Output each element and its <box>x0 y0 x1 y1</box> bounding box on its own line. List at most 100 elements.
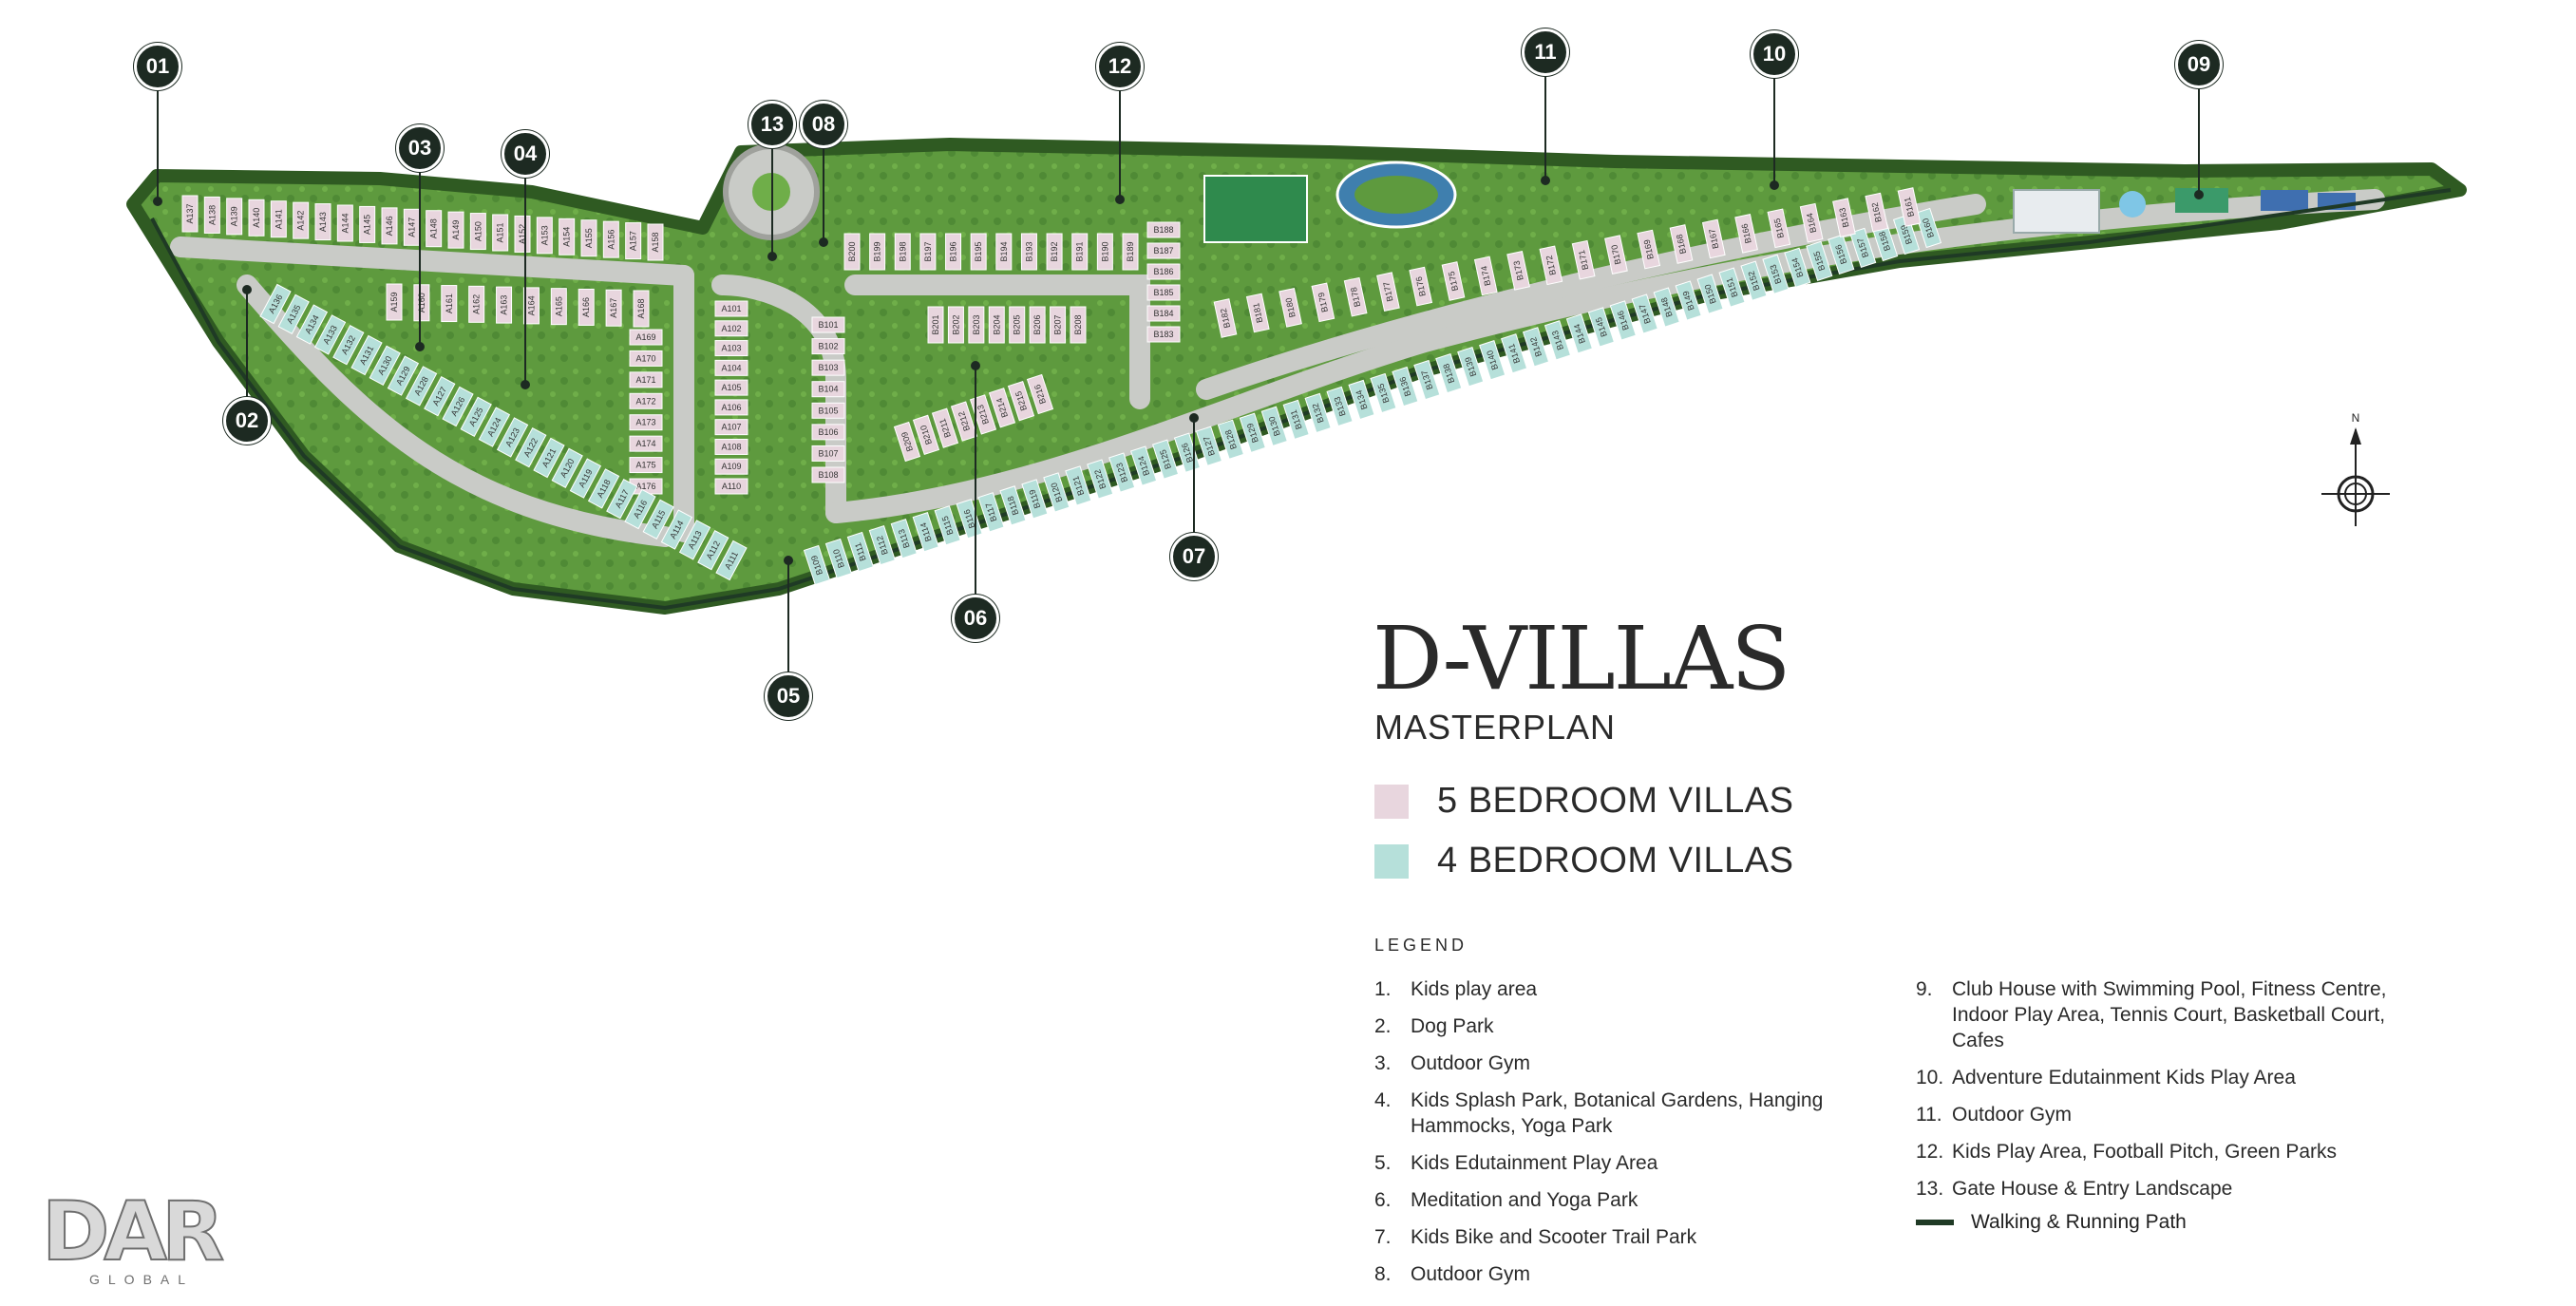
villa-unit[interactable]: B212 <box>950 401 978 442</box>
villa-unit[interactable]: B172 <box>1539 245 1563 286</box>
villa-unit[interactable]: A113 <box>678 520 711 560</box>
villa-unit[interactable]: B156 <box>1828 234 1855 275</box>
villa-unit[interactable]: B163 <box>1832 198 1856 237</box>
villa-unit[interactable]: B198 <box>894 233 911 271</box>
villa-unit[interactable]: B199 <box>869 233 886 271</box>
villa-unit[interactable]: B165 <box>1767 208 1791 249</box>
villa-unit[interactable]: B144 <box>1565 313 1594 354</box>
marker-04[interactable]: 04 <box>502 130 549 178</box>
villa-unit[interactable]: A106 <box>714 399 748 416</box>
villa-unit[interactable]: A138 <box>203 196 220 234</box>
villa-unit[interactable]: B215 <box>1007 380 1035 422</box>
villa-unit[interactable]: B216 <box>1026 373 1054 415</box>
villa-unit[interactable]: B184 <box>1146 305 1181 322</box>
villa-unit[interactable]: A120 <box>551 447 583 489</box>
villa-unit[interactable]: A109 <box>714 458 748 475</box>
villa-unit[interactable]: A170 <box>629 350 663 367</box>
villa-unit[interactable]: B104 <box>811 381 845 398</box>
villa-unit[interactable]: B168 <box>1669 224 1694 264</box>
villa-unit[interactable]: A134 <box>295 304 329 345</box>
marker-12[interactable]: 12 <box>1096 43 1144 90</box>
villa-unit[interactable]: A175 <box>629 457 663 474</box>
villa-unit[interactable]: B129 <box>1239 412 1266 453</box>
villa-unit[interactable]: B108 <box>811 466 845 483</box>
villa-unit[interactable]: B131 <box>1282 399 1310 441</box>
villa-unit[interactable]: A161 <box>441 285 458 323</box>
villa-unit[interactable]: B152 <box>1740 260 1768 301</box>
villa-unit[interactable]: A115 <box>642 499 674 540</box>
villa-unit[interactable]: B145 <box>1587 307 1615 348</box>
marker-09[interactable]: 09 <box>2175 41 2223 88</box>
villa-unit[interactable]: B139 <box>1457 347 1485 388</box>
villa-unit[interactable]: A114 <box>660 509 693 550</box>
villa-unit[interactable]: B173 <box>1506 251 1530 291</box>
villa-unit[interactable]: A164 <box>522 287 540 325</box>
villa-unit[interactable]: A155 <box>580 219 597 257</box>
villa-unit[interactable]: A166 <box>578 288 595 326</box>
villa-unit[interactable]: A168 <box>633 290 650 328</box>
villa-unit[interactable]: B161 <box>1897 187 1922 227</box>
villa-unit[interactable]: B109 <box>803 544 831 586</box>
villa-unit[interactable]: A156 <box>602 220 619 258</box>
villa-unit[interactable]: B196 <box>945 233 962 271</box>
villa-unit[interactable]: B124 <box>1130 445 1158 486</box>
villa-unit[interactable]: A167 <box>605 289 622 327</box>
villa-unit[interactable]: B175 <box>1441 261 1466 301</box>
villa-unit[interactable]: B189 <box>1122 233 1139 271</box>
villa-unit[interactable]: B105 <box>811 402 845 419</box>
villa-unit[interactable]: A144 <box>336 204 353 242</box>
villa-unit[interactable]: B135 <box>1370 372 1397 414</box>
villa-unit[interactable]: B185 <box>1146 284 1181 301</box>
villa-unit[interactable]: B180 <box>1279 288 1302 328</box>
villa-unit[interactable]: A153 <box>536 217 553 255</box>
villa-unit[interactable]: B128 <box>1217 419 1244 460</box>
villa-unit[interactable]: B141 <box>1501 333 1528 374</box>
villa-unit[interactable]: B205 <box>1009 306 1026 344</box>
marker-03[interactable]: 03 <box>396 124 444 172</box>
villa-unit[interactable]: B195 <box>970 233 987 271</box>
villa-unit[interactable]: A118 <box>587 468 620 509</box>
villa-unit[interactable]: B133 <box>1326 386 1354 427</box>
villa-unit[interactable]: B176 <box>1409 266 1433 307</box>
villa-unit[interactable]: B194 <box>995 233 1013 271</box>
villa-unit[interactable]: A117 <box>606 478 638 520</box>
villa-unit[interactable]: B157 <box>1849 227 1877 269</box>
villa-unit[interactable]: B204 <box>988 306 1005 344</box>
villa-unit[interactable]: A149 <box>447 211 464 249</box>
villa-unit[interactable]: B113 <box>890 518 918 559</box>
villa-unit[interactable]: B140 <box>1479 340 1506 381</box>
villa-unit[interactable]: B130 <box>1260 406 1288 446</box>
villa-unit[interactable]: B120 <box>1043 472 1070 513</box>
villa-unit[interactable]: A152 <box>514 215 531 253</box>
villa-unit[interactable]: B102 <box>811 338 845 355</box>
villa-unit[interactable]: B123 <box>1108 452 1136 493</box>
villa-unit[interactable]: B158 <box>1871 220 1899 262</box>
villa-unit[interactable]: B110 <box>824 538 853 579</box>
villa-unit[interactable]: B125 <box>1151 439 1180 480</box>
villa-unit[interactable]: B136 <box>1392 366 1419 407</box>
villa-unit[interactable]: B114 <box>912 512 939 553</box>
villa-unit[interactable]: B174 <box>1473 256 1498 296</box>
villa-unit[interactable]: B112 <box>868 524 896 566</box>
villa-unit[interactable]: B106 <box>811 424 845 441</box>
villa-unit[interactable]: A107 <box>714 419 748 436</box>
villa-unit[interactable]: A123 <box>496 417 529 458</box>
villa-unit[interactable]: B151 <box>1718 267 1746 308</box>
villa-unit[interactable]: A121 <box>533 437 565 479</box>
marker-06[interactable]: 06 <box>952 595 999 642</box>
villa-unit[interactable]: B115 <box>934 505 961 546</box>
villa-unit[interactable]: B200 <box>843 233 861 271</box>
marker-13[interactable]: 13 <box>748 101 796 148</box>
villa-unit[interactable]: A160 <box>413 284 430 322</box>
villa-unit[interactable]: B182 <box>1213 298 1238 338</box>
villa-unit[interactable]: B190 <box>1096 233 1113 271</box>
villa-unit[interactable]: A132 <box>332 324 365 366</box>
villa-unit[interactable]: B111 <box>846 531 874 573</box>
villa-unit[interactable]: B138 <box>1435 352 1463 394</box>
villa-unit[interactable]: A116 <box>624 488 656 530</box>
villa-unit[interactable]: B211 <box>931 407 959 448</box>
villa-unit[interactable]: A124 <box>478 407 511 447</box>
villa-unit[interactable]: A119 <box>569 458 602 499</box>
villa-unit[interactable]: A169 <box>629 329 663 346</box>
villa-unit[interactable]: B206 <box>1029 306 1046 344</box>
